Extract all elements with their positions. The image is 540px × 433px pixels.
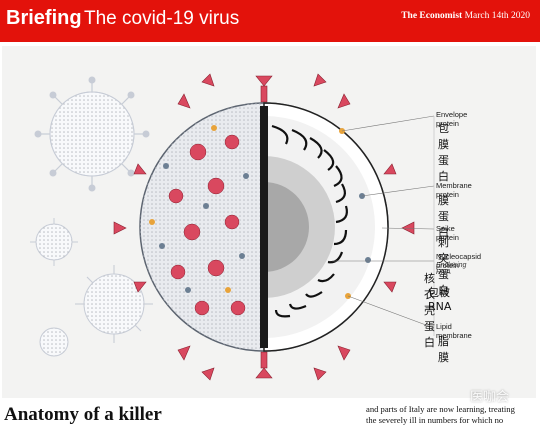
publication-date: March 14th 2020 (464, 11, 530, 21)
header-banner: Briefing The covid-19 virus The Economis… (0, 0, 540, 42)
membrane-proteins (159, 163, 371, 293)
surface-protein-clusters (168, 134, 246, 316)
article-title: Anatomy of a killer (4, 404, 162, 425)
label-lipid-membrane-cn: 脂膜 (438, 335, 449, 364)
label-membrane-protein: Membrane protein (436, 181, 472, 199)
nucleocapsid-coil (271, 124, 348, 318)
label-lipid-membrane: Lipid membrane (436, 322, 472, 340)
article-body: and parts of Italy are now learning, tre… (366, 404, 536, 426)
label-spike-protein-cn: 刺突蛋白 (438, 236, 449, 297)
virus-anatomy-diagram (30, 73, 435, 381)
watermark: 医咖会 (470, 390, 510, 405)
label-enclosing-rna-cn: 包被RNA (428, 286, 452, 313)
label-spike-protein: Spike protein (436, 224, 459, 242)
leader-lines (332, 115, 435, 336)
publication-line: The Economist March 14th 2020 (401, 11, 530, 21)
label-nucleocapsid-protein-cn: 核衣壳蛋白 (424, 272, 435, 349)
virus-illustration: Envelope protein 包膜蛋白 Membrane protein 膜… (2, 46, 536, 398)
spike-proteins (113, 73, 415, 381)
section-label: Briefing (6, 7, 82, 29)
label-enclosing-rna: Enclosing RNA (436, 262, 467, 276)
virus-main (113, 73, 415, 381)
body-line-1: and parts of Italy are now learning, tre… (366, 404, 515, 414)
label-envelope-protein-cn: 包膜蛋白 (438, 122, 449, 183)
body-line-2: the severely ill in numbers for which no (366, 415, 504, 425)
label-membrane-protein-cn: 膜蛋白 (438, 194, 449, 239)
background-virus-small-2 (75, 265, 153, 343)
label-nucleocapsid-protein: Nucleocapsid protein (436, 252, 482, 270)
background-virus-large (34, 76, 150, 192)
background-virus-small-1 (30, 218, 78, 266)
headline: The covid-19 virus (84, 8, 240, 29)
label-envelope-protein: Envelope protein (436, 110, 468, 128)
background-virus-small-3 (39, 327, 69, 357)
publication-name: The Economist (401, 11, 463, 21)
